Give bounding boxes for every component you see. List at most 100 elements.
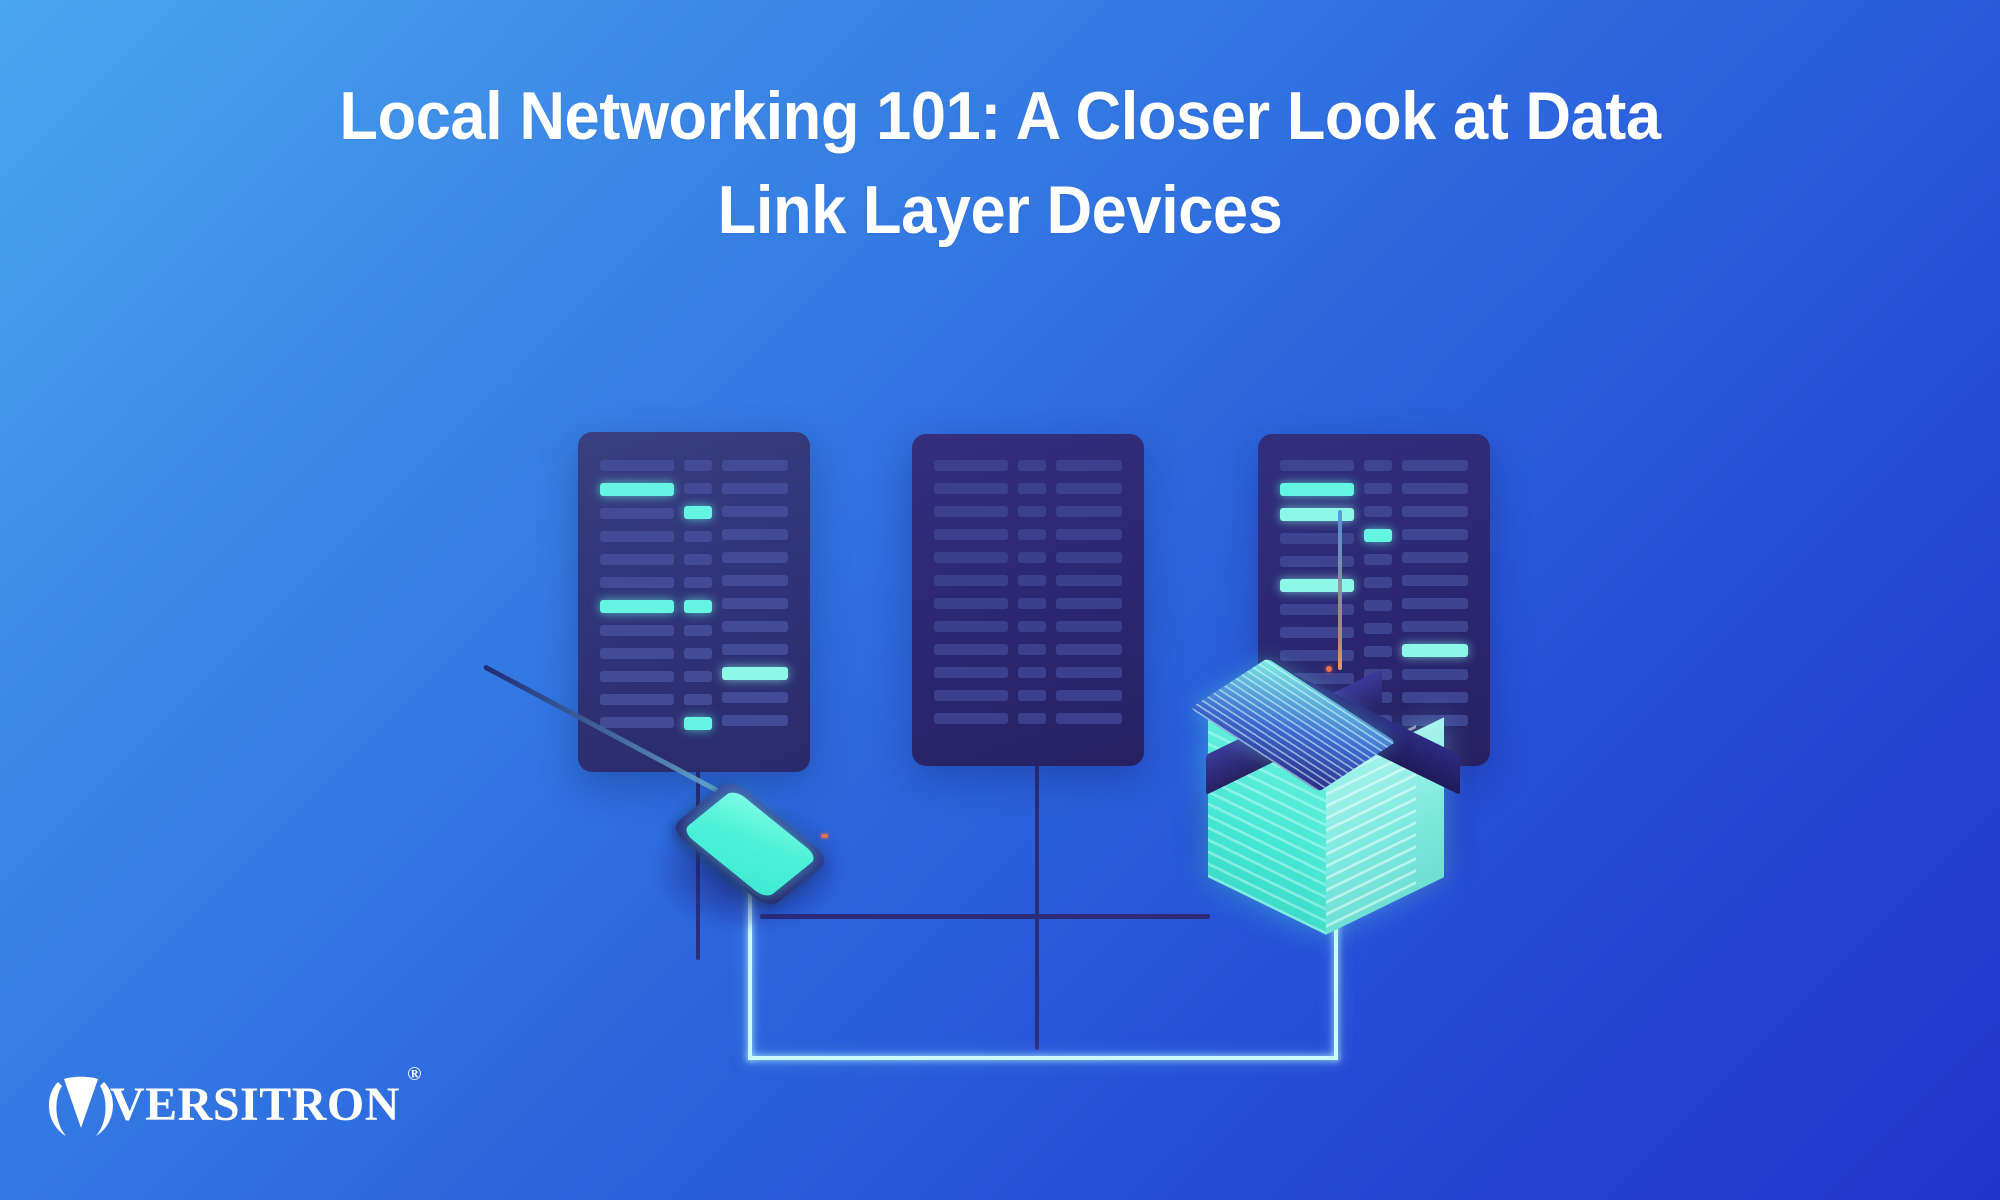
rack-bar [934, 713, 1008, 724]
rack-bar-lit [1280, 508, 1354, 521]
rack-bar [1055, 529, 1122, 540]
rack-bar [600, 717, 674, 728]
cable-stem-rack-center [1035, 750, 1039, 1050]
rack-bar-lit [683, 506, 712, 519]
rack-bar [1017, 713, 1046, 724]
rack-bar [683, 694, 712, 705]
rack-bar [1401, 506, 1468, 517]
rack-column [1055, 460, 1122, 724]
rack-bar [683, 577, 712, 588]
rack-bar [600, 625, 674, 636]
rack-bar [1401, 669, 1468, 680]
rack-bar [1017, 552, 1046, 563]
rack-bar [1401, 598, 1468, 609]
rack-bar [1363, 506, 1392, 517]
server-rack-center[interactable] [912, 434, 1144, 766]
rack-bar [1363, 483, 1392, 494]
rack-bar [1401, 692, 1468, 703]
rack-bar [1017, 667, 1046, 678]
tablet-device[interactable] [650, 752, 850, 952]
rack-bar [721, 529, 788, 540]
rack-bar-lit [1401, 644, 1468, 657]
rack-bar [1017, 598, 1046, 609]
rack-column [683, 460, 712, 730]
connection-path-vertical-right [1334, 905, 1338, 1060]
rack-bar [1055, 667, 1122, 678]
registered-trademark-icon: ® [407, 1064, 422, 1085]
brand-name: VERSITRON ® [110, 1065, 421, 1129]
rack-bar [1401, 460, 1468, 471]
rack-bar [1363, 623, 1392, 634]
rack-bar [721, 715, 788, 726]
rack-bar [721, 692, 788, 703]
rack-bar [1363, 577, 1392, 588]
rack-bar [934, 690, 1008, 701]
network-switch-cube[interactable] [1182, 510, 1472, 935]
server-rack-left[interactable] [578, 432, 810, 772]
rack-bar [1017, 690, 1046, 701]
rack-bar-lit [683, 600, 712, 613]
rack-bar [934, 598, 1008, 609]
rack-bar [934, 506, 1008, 517]
brand-logo[interactable]: VERSITRON ® [42, 1062, 421, 1148]
rack-bar [600, 694, 674, 705]
rack-bar [934, 575, 1008, 586]
cube-antenna-icon [1338, 510, 1342, 670]
rack-bar [934, 529, 1008, 540]
rack-bar [1401, 575, 1468, 586]
rack-bar [721, 506, 788, 517]
tablet-led-icon [821, 834, 828, 838]
rack-bar [721, 460, 788, 471]
rack-bar [1017, 621, 1046, 632]
rack-column [721, 460, 788, 726]
rack-bar [1280, 650, 1354, 661]
rack-bar [600, 531, 674, 542]
rack-bar [1055, 621, 1122, 632]
rack-bar [1055, 575, 1122, 586]
rack-column [1401, 460, 1468, 726]
rack-bar-lit [1280, 579, 1354, 592]
rack-bar [1017, 644, 1046, 655]
rack-bar-lit [721, 667, 788, 680]
rack-bar [721, 644, 788, 655]
rack-column [600, 460, 674, 728]
rack-bar [934, 483, 1008, 494]
rack-bar [1055, 598, 1122, 609]
rack-bar [600, 577, 674, 588]
rack-bar [1401, 483, 1468, 494]
rack-bar [1363, 646, 1392, 657]
connection-path-bottom [748, 1056, 1338, 1060]
rack-bar [600, 460, 674, 471]
rack-bar [1401, 552, 1468, 563]
rack-bar [600, 554, 674, 565]
rack-bar [683, 625, 712, 636]
rack-bar [1363, 554, 1392, 565]
rack-bar [721, 621, 788, 632]
rack-bar [683, 460, 712, 471]
rack-bar [1401, 621, 1468, 632]
rack-bar [600, 508, 674, 519]
rack-bar [1280, 556, 1354, 567]
rack-bar [1055, 506, 1122, 517]
rack-bar [934, 552, 1008, 563]
page-title: Local Networking 101: A Closer Look at D… [150, 70, 1850, 258]
rack-column [1017, 460, 1046, 724]
rack-bar [1055, 483, 1122, 494]
rack-bar [1017, 575, 1046, 586]
rack-column [934, 460, 1008, 724]
rack-bar [1055, 713, 1122, 724]
rack-bar [1280, 460, 1354, 471]
rack-bar [934, 621, 1008, 632]
rack-bar [1401, 529, 1468, 540]
rack-bar-lit [600, 600, 674, 613]
rack-bar [1280, 533, 1354, 544]
rack-bar [721, 598, 788, 609]
rack-bar [683, 531, 712, 542]
rack-bar [721, 575, 788, 586]
rack-bar [1280, 627, 1354, 638]
rack-bar [1280, 604, 1354, 615]
rack-bar [1363, 600, 1392, 611]
rack-bar [934, 667, 1008, 678]
